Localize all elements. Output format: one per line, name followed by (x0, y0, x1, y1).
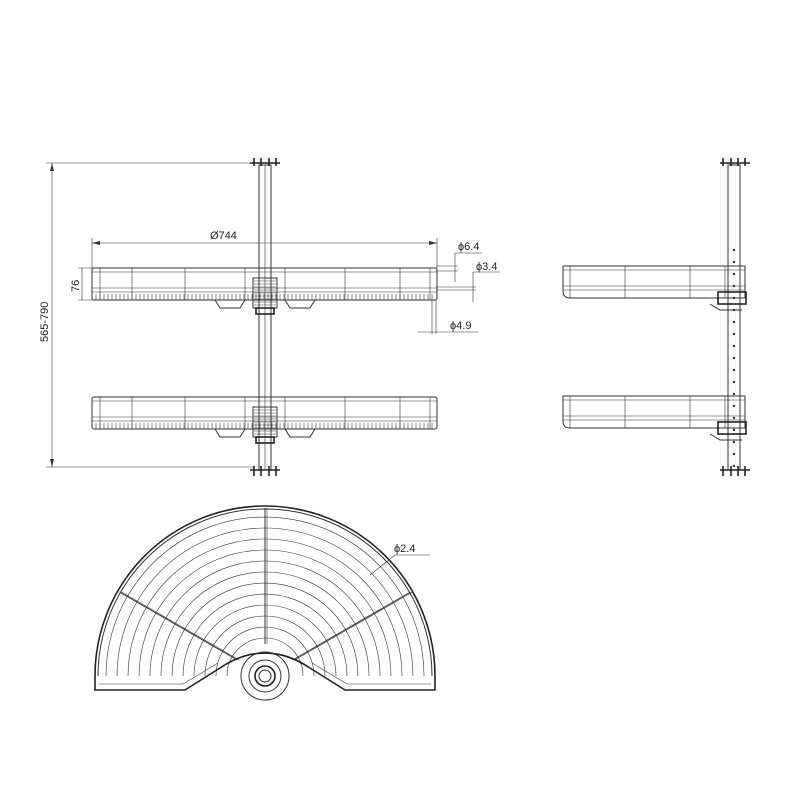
dia-6-4-label: ϕ6.4 (458, 241, 479, 253)
height-range-label: 565-790 (39, 302, 51, 342)
side-basket-upper (562, 265, 747, 311)
front-view: Ø744 565-790 76 ϕ6.4 ϕ3.4 ϕ4.9 (39, 158, 500, 476)
dia-4-9-label: ϕ4.9 (450, 320, 471, 332)
front-basket-lower (91, 396, 438, 444)
side-view (562, 158, 750, 476)
dimension-dia-6-4: ϕ6.4 (436, 241, 482, 282)
diameter-label: Ø744 (210, 230, 237, 242)
dimension-diameter: Ø744 (91, 230, 438, 268)
dimension-height-range: 565-790 (39, 162, 255, 468)
basket-height-label: 76 (70, 280, 82, 292)
dia-2-4-label: ϕ2.4 (394, 543, 415, 555)
dimension-dia-3-4: ϕ3.4 (436, 261, 500, 302)
pole-bottom-fixing (250, 466, 280, 476)
dia-3-4-label: ϕ3.4 (476, 261, 497, 273)
dimension-dia-4-9: ϕ4.9 (418, 300, 478, 334)
side-basket-lower (562, 395, 747, 441)
pole-adjustment-holes (732, 248, 736, 468)
dimension-dia-2-4: ϕ2.4 (369, 543, 430, 576)
front-basket-upper (91, 267, 438, 315)
top-view (94, 505, 436, 701)
dimension-basket-height: 76 (70, 267, 95, 301)
side-pole (727, 164, 741, 471)
